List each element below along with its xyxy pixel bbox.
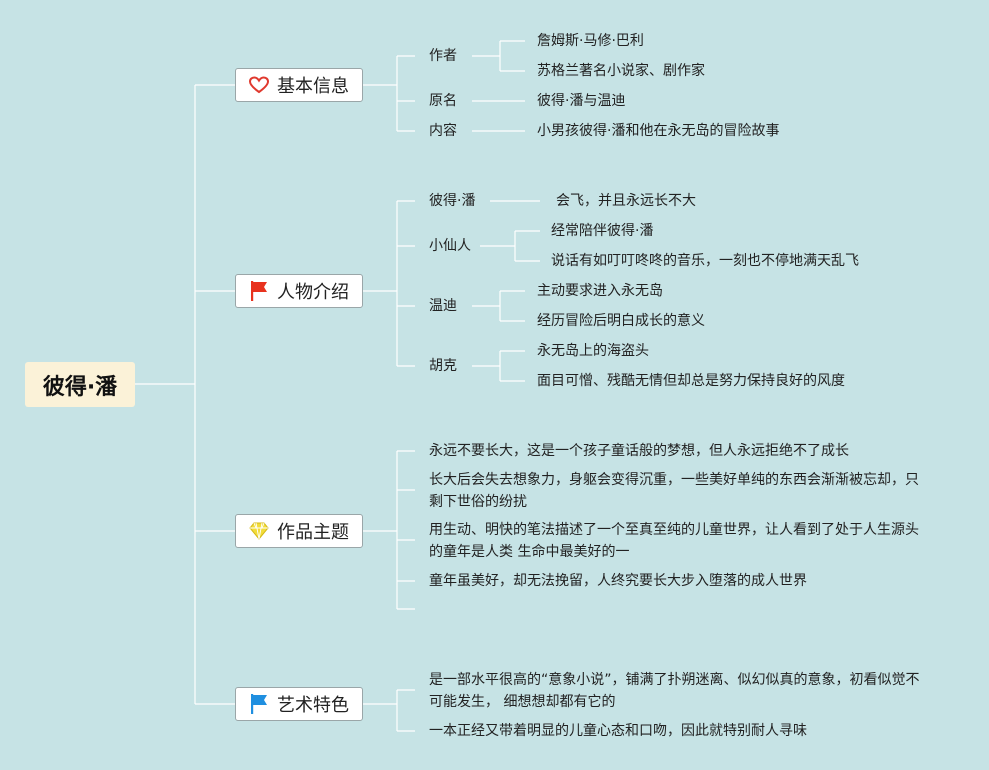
flag-blue-icon bbox=[249, 693, 269, 715]
branch-label: 基本信息 bbox=[277, 76, 349, 97]
art-feature-item[interactable]: 是一部水平很高的“意象小说”，铺满了扑朔迷离、似幻似真的意象，初看似觉不可能发生… bbox=[429, 672, 920, 710]
branch-theme[interactable]: 作品主题 bbox=[235, 514, 363, 548]
theme-item[interactable]: 永远不要长大，这是一个孩子童话般的梦想，但人永远拒绝不了成长 bbox=[429, 443, 849, 459]
theme-item[interactable]: 长大后会失去想象力，身躯会变得沉重，一些美好单纯的东西会渐渐被忘却，只剩下世俗的… bbox=[429, 472, 919, 510]
theme-item[interactable]: 用生动、明快的笔法描述了一个至真至纯的儿童世界，让人看到了处于人生源头的童年是人… bbox=[429, 522, 919, 560]
branch-label: 作品主题 bbox=[277, 522, 349, 543]
leaf-peter-pan[interactable]: 会飞，并且永远长不大 bbox=[556, 193, 696, 209]
leaf-fairy-1[interactable]: 经常陪伴彼得·潘 bbox=[551, 223, 654, 239]
leaf-author-desc[interactable]: 苏格兰著名小说家、剧作家 bbox=[537, 63, 705, 79]
art-feature-item[interactable]: 一本正经又带着明显的儿童心态和口吻，因此就特别耐人寻味 bbox=[429, 723, 807, 739]
leaf-fairy-2[interactable]: 说话有如叮叮咚咚的音乐，一刻也不停地满天乱飞 bbox=[551, 253, 859, 269]
topic-author[interactable]: 作者 bbox=[429, 48, 457, 64]
branch-art-features[interactable]: 艺术特色 bbox=[235, 687, 363, 721]
topic-fairy[interactable]: 小仙人 bbox=[429, 238, 471, 254]
leaf-author-name[interactable]: 詹姆斯·马修·巴利 bbox=[537, 33, 644, 49]
topic-hook[interactable]: 胡克 bbox=[429, 358, 457, 374]
leaf-hook-2[interactable]: 面目可憎、残酷无情但却总是努力保持良好的风度 bbox=[537, 373, 845, 389]
branch-basic-info[interactable]: 基本信息 bbox=[235, 68, 363, 102]
leaf-original-name[interactable]: 彼得·潘与温迪 bbox=[537, 93, 626, 109]
branch-characters[interactable]: 人物介绍 bbox=[235, 274, 363, 308]
leaf-wendy-2[interactable]: 经历冒险后明白成长的意义 bbox=[537, 313, 705, 329]
topic-wendy[interactable]: 温迪 bbox=[429, 298, 457, 314]
leaf-wendy-1[interactable]: 主动要求进入永无岛 bbox=[537, 283, 663, 299]
heart-icon bbox=[249, 76, 269, 94]
topic-content[interactable]: 内容 bbox=[429, 123, 457, 139]
branch-label: 人物介绍 bbox=[277, 282, 349, 303]
topic-original-name[interactable]: 原名 bbox=[429, 93, 457, 109]
branch-label: 艺术特色 bbox=[277, 695, 349, 716]
flag-red-icon bbox=[249, 280, 269, 302]
theme-item[interactable]: 童年虽美好，却无法挽留，人终究要长大步入堕落的成人世界 bbox=[429, 573, 807, 589]
root-topic[interactable]: 彼得·潘 bbox=[25, 362, 135, 407]
leaf-content[interactable]: 小男孩彼得·潘和他在永无岛的冒险故事 bbox=[537, 123, 780, 139]
diamond-icon bbox=[249, 522, 269, 540]
topic-peter-pan[interactable]: 彼得·潘 bbox=[429, 193, 476, 209]
leaf-hook-1[interactable]: 永无岛上的海盗头 bbox=[537, 343, 649, 359]
